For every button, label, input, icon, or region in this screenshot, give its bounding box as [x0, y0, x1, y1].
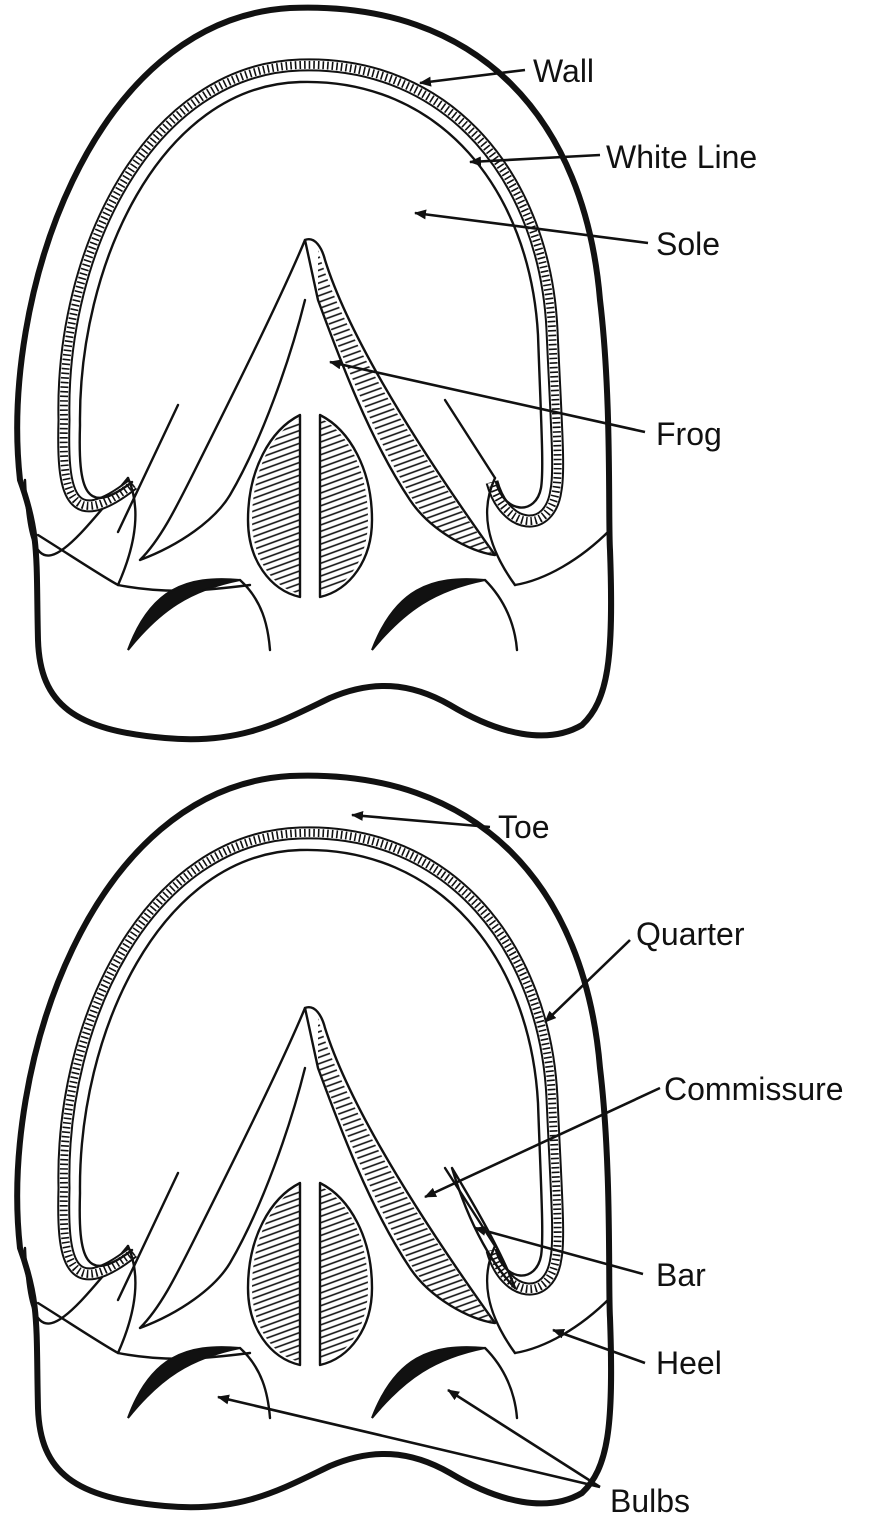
label-commissure: Commissure	[664, 1071, 844, 1107]
label-bar: Bar	[656, 1257, 706, 1293]
hoof-bottom	[17, 776, 611, 1508]
label-wall: Wall	[533, 53, 594, 89]
label-sole: Sole	[656, 226, 720, 262]
label-quarter: Quarter	[636, 916, 745, 952]
label-frog: Frog	[656, 416, 722, 452]
label-bulbs: Bulbs	[610, 1483, 690, 1519]
label-white-line: White Line	[606, 139, 757, 175]
label-toe: Toe	[498, 809, 550, 845]
label-heel: Heel	[656, 1345, 722, 1381]
hoof-top	[17, 8, 611, 740]
